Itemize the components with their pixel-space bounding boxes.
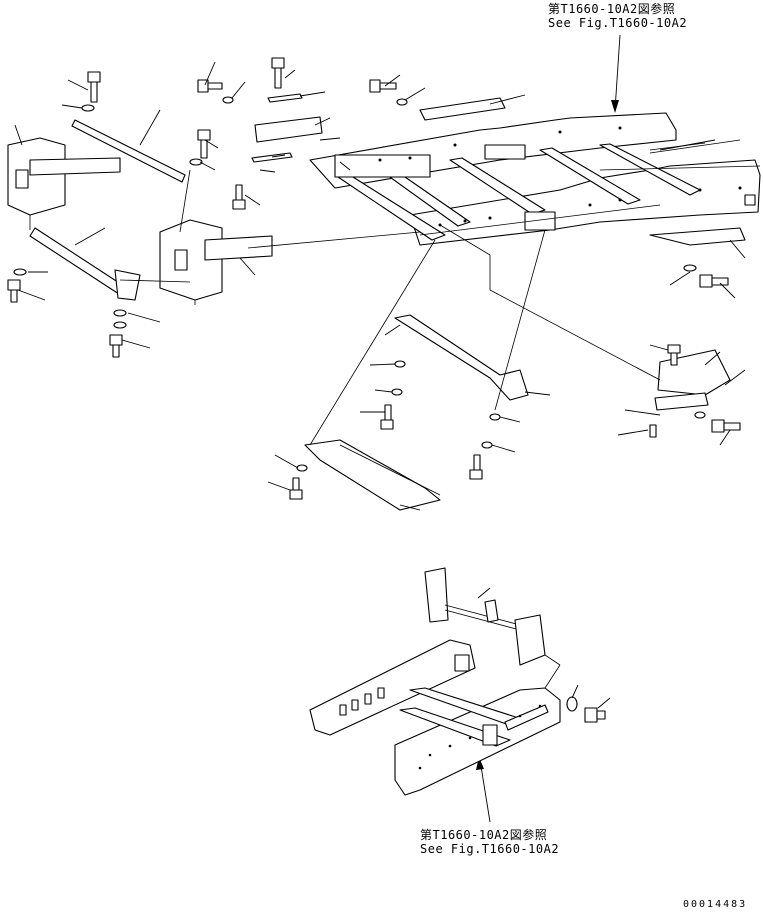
leader-lines [14,61,746,511]
reference-note-bottom-jp: 第T1660-10A2図参照 [420,828,548,842]
reference-note-top: 第T1660-10A2図参照 See Fig.T1660-10A2 [548,2,687,30]
reference-note-bottom-en: See Fig.T1660-10A2 [420,842,560,856]
main-frame [309,112,761,246]
assembly-lines [29,169,661,446]
left-bracket [7,119,186,301]
lower-members [304,314,731,511]
reference-note-bottom: 第T1660-10A2図参照 See Fig.T1660-10A2 [420,828,559,856]
fasteners [7,57,741,500]
reference-note-top-en: See Fig.T1660-10A2 [548,16,688,30]
reference-arrows [476,34,621,823]
reference-note-top-jp: 第T1660-10A2図参照 [548,2,676,16]
drawing-number: 00014483 [683,899,748,910]
middle-bracket [159,219,273,301]
lower-frame-assembly [309,567,611,796]
